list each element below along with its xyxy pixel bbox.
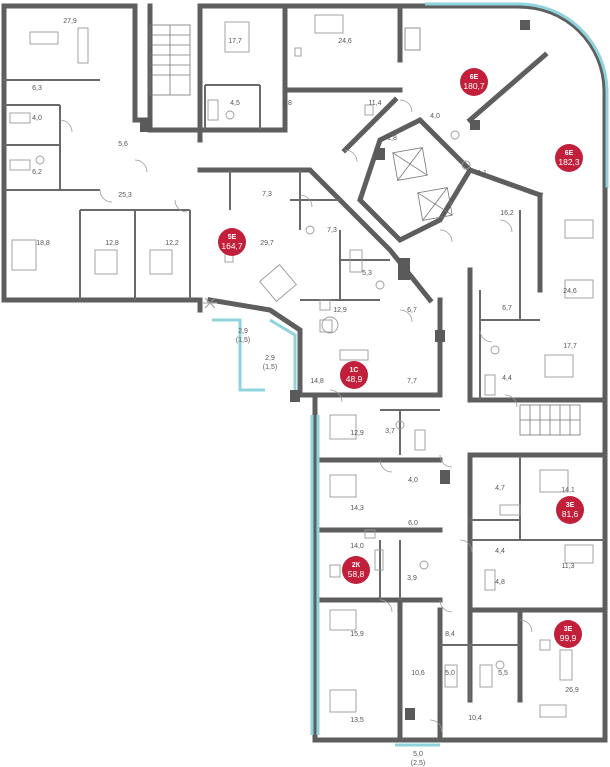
room-label: 7,7 [407,378,417,385]
room-label: 6,0 [408,520,418,527]
room-label: 4,0 [430,113,440,120]
room-label: 17,7 [228,38,242,45]
doors [59,99,533,733]
room-label: 6,3 [32,85,42,92]
room-label: 10,4 [468,715,482,722]
room-label: 5,0 [413,751,423,758]
room-label: 11,4 [368,100,381,107]
room-label: 5,3 [362,270,372,277]
apartment-badge[interactable]: 3Е 99,9 [554,620,582,648]
apartment-code: 6Е [565,150,574,157]
apartment-code: 3Е [566,502,575,509]
room-label: 7,3 [327,227,337,234]
room-label: 25,3 [118,192,132,199]
walls [1,2,609,747]
room-label: (2,5) [411,760,425,767]
room-label: 17,7 [563,343,577,350]
room-label: 8,4 [445,631,455,638]
furniture [9,14,594,718]
apartment-badges: 6Е 180,7 6Е 182,3 5Е 164,7 1С 48,9 3Е 81… [218,68,584,648]
apartment-area: 99,9 [560,633,577,643]
room-label: 18,8 [36,240,50,247]
apartment-code: 5Е [228,234,237,241]
room-label: 14,3 [350,505,364,512]
room-label: 3,9 [407,575,417,582]
apartment-area: 81,6 [562,509,579,519]
room-labels: 27,9 6,3 4,0 6,2 5,6 25,3 18,8 12,8 12,2… [32,18,579,767]
apartment-area: 58,8 [348,569,365,579]
room-label: 4,5 [230,100,240,107]
apartment-badge[interactable]: 6Е 182,3 [555,144,583,172]
room-label: 4,1 [477,170,487,177]
stairs [149,24,581,436]
plant-icon [203,297,217,309]
room-label: 12,2 [165,240,179,247]
room-label: 6,2 [32,169,42,176]
elevator [392,147,453,221]
apartment-badge[interactable]: 3Е 81,6 [556,496,584,524]
room-label: 5,6 [118,141,128,148]
room-label: 12,9 [333,307,347,314]
apartment-code: 2К [352,562,361,569]
room-label: 3,7 [385,428,395,435]
room-label: 6,7 [502,305,512,312]
room-label: 15,9 [350,631,364,638]
room-label: 27,9 [63,18,77,25]
room-label: 10,6 [411,670,425,677]
apartment-area: 164,7 [221,241,243,251]
room-label: 14,1 [561,487,575,494]
room-label: 29,7 [260,240,274,247]
room-label: 24,6 [563,288,577,295]
apartment-badge[interactable]: 6Е 180,7 [460,68,488,96]
room-label: 6,7 [407,307,417,314]
apartment-area: 48,9 [346,374,363,384]
apartment-area: 182,3 [558,157,580,167]
room-label: 4,4 [495,548,505,555]
room-label: 24,6 [338,38,352,45]
room-label: 4,7 [495,485,505,492]
apartment-badge[interactable]: 1С 48,9 [340,361,368,389]
room-label: 1,8 [387,135,397,142]
room-label: 12,9 [350,430,364,437]
room-label: 4,0 [408,477,418,484]
room-label: 2,9 [238,328,248,335]
room-label: 13,5 [350,717,364,724]
room-label: 5,0 [445,670,455,677]
room-label: 26,9 [565,687,579,694]
apartment-code: 6Е [470,74,479,81]
apartment-code: 3Е [564,626,573,633]
room-label: 5,5 [498,670,508,677]
room-label: 7,3 [262,191,272,198]
room-label: 2,9 [265,355,275,362]
room-label: 14,0 [350,543,364,550]
apartment-badge[interactable]: 5Е 164,7 [218,228,246,256]
room-label: 6,8 [282,100,292,107]
room-label: 11,3 [561,563,574,570]
apartment-code: 1С [350,367,359,374]
room-label: 4,0 [32,115,42,122]
room-label: 16,2 [500,210,514,217]
room-label: 12,8 [105,240,119,247]
room-label: 4,4 [502,375,512,382]
room-label: 14,8 [310,378,324,385]
apartment-badge[interactable]: 2К 58,8 [342,556,370,584]
room-label: (1,5) [263,364,277,371]
apartment-area: 180,7 [463,81,485,91]
room-label: (1,5) [236,337,250,344]
room-label: 4,8 [495,579,505,586]
